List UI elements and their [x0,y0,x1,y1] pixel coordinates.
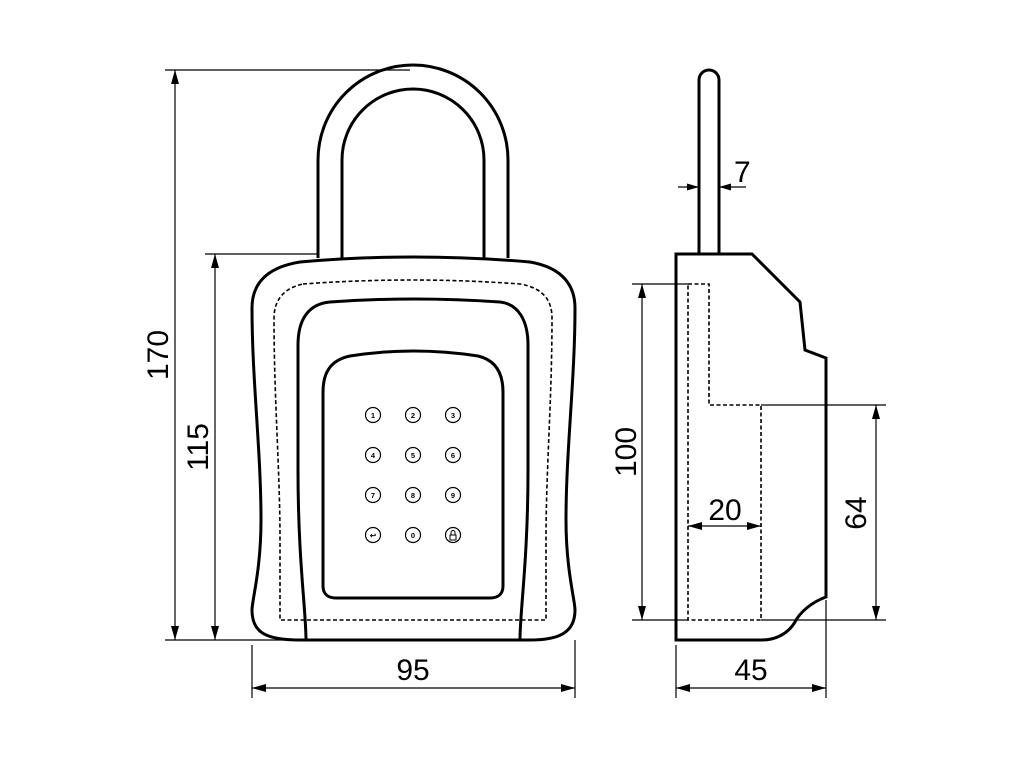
dim-body-width-label: 95 [396,654,429,687]
side-view: 7 100 20 64 45 [610,68,886,698]
dim-body-depth: 45 [676,654,826,692]
dim-body-depth-label: 45 [734,654,767,687]
key-9-label: 9 [451,491,455,500]
front-view: 1 2 3 4 5 6 7 8 9 ↩ 0 [142,63,577,698]
key-2[interactable]: 2 [404,406,422,424]
key-7-label: 7 [371,491,375,500]
key-8-label: 8 [411,491,415,500]
lock-icon [449,530,457,541]
dim-inner-height-label: 100 [610,427,643,477]
key-5-label: 5 [411,451,415,460]
inner-compartment-dashed [687,283,762,621]
back-icon: ↩ [370,531,377,540]
dim-body-height-label: 115 [182,423,215,471]
dim-inner-height: 100 [610,284,646,620]
keypad-panel [321,349,505,600]
key-9[interactable]: 9 [444,486,462,504]
lock-body-outline [250,255,577,642]
key-4-label: 4 [371,451,376,460]
key-7[interactable]: 7 [364,486,382,504]
dim-shackle-thickness-label: 7 [734,156,751,189]
side-extension-lines [632,283,886,698]
dim-overall-height-label: 170 [142,330,175,380]
shackle [316,63,510,258]
dim-overall-height: 170 [142,70,179,640]
dim-compartment-height-label: 64 [840,496,873,529]
key-2-label: 2 [411,411,415,420]
body-side-outline [674,252,828,642]
key-0-label: 0 [411,531,415,540]
keypad-grid: 1 2 3 4 5 6 7 8 9 ↩ 0 [364,406,462,544]
key-6[interactable]: 6 [444,446,462,464]
front-extension-lines [165,69,576,698]
key-3-label: 3 [451,411,455,420]
dim-compartment-height: 64 [840,405,880,620]
key-1[interactable]: 1 [364,406,382,424]
key-back[interactable]: ↩ [364,526,382,544]
key-6-label: 6 [451,451,455,460]
shackle-side [697,68,721,254]
dim-body-width: 95 [252,654,575,692]
key-3[interactable]: 3 [444,406,462,424]
key-5[interactable]: 5 [404,446,422,464]
cover-outline [296,297,530,641]
dim-inner-depth: 20 [688,494,761,530]
cover-seam-dashed [273,279,553,621]
key-4[interactable]: 4 [364,446,382,464]
dim-inner-depth-label: 20 [708,494,741,527]
key-1-label: 1 [371,411,375,420]
key-8[interactable]: 8 [404,486,422,504]
dim-body-height: 115 [182,254,219,640]
key-lock[interactable] [444,526,462,544]
dim-shackle-thickness: 7 [678,156,751,191]
key-0[interactable]: 0 [404,526,422,544]
